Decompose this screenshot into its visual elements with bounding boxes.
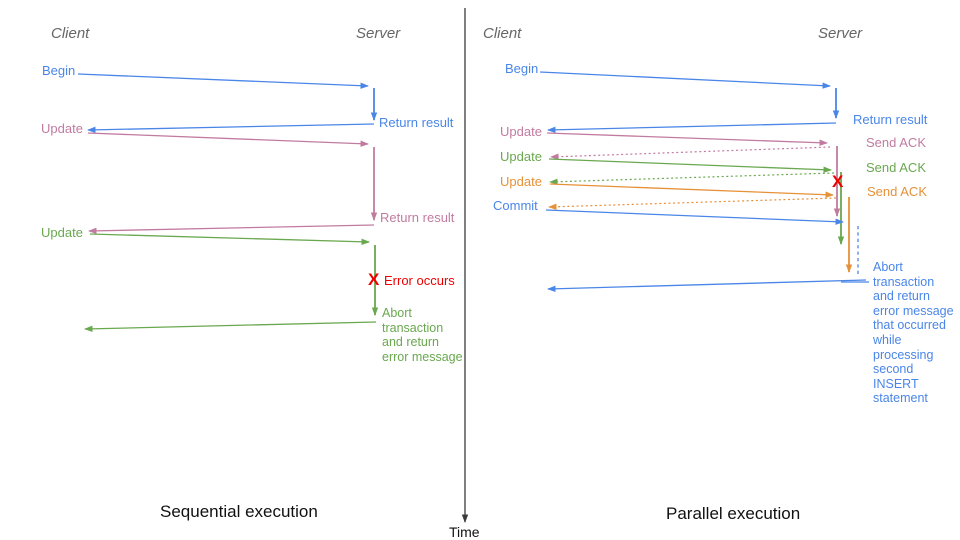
left-begin-label: Begin: [42, 63, 76, 78]
left-error-occurs-label: Error occurs: [384, 273, 455, 288]
right-return-result-arrow: [547, 122, 837, 134]
right-update-3-request-arrow: [549, 183, 834, 198]
time-axis-label: Time: [449, 524, 480, 540]
left-abort-return-arrow: [84, 321, 377, 333]
left-begin-request-arrow: [77, 73, 369, 89]
left-client-header: Client: [51, 25, 90, 42]
left-abort-message: Abort transaction and return error messa…: [382, 306, 463, 364]
left-return-result-1-arrow: [87, 123, 375, 134]
right-begin-request-arrow: [539, 71, 831, 89]
right-begin-label: Begin: [505, 61, 539, 76]
left-error-x-icon: X: [368, 270, 380, 289]
left-update-1-request-arrow: [87, 132, 369, 147]
left-update-1-label: Update: [41, 121, 83, 136]
left-return-result-2-arrow: [88, 224, 375, 235]
right-server-header: Server: [818, 25, 863, 42]
right-client-header: Client: [483, 25, 522, 42]
right-send-ack-3-dashed-arrow: [548, 197, 837, 210]
right-update-2-request-arrow: [548, 158, 832, 173]
right-commit-label: Commit: [493, 198, 538, 213]
right-panel-title: Parallel execution: [666, 504, 801, 523]
right-update-1-request-arrow: [546, 132, 828, 146]
right-error-x-icon: X: [832, 172, 844, 191]
right-update-2-label: Update: [500, 149, 542, 164]
right-send-ack-2-label: Send ACK: [866, 160, 926, 175]
right-abort-return-arrow: [547, 279, 867, 292]
right-abort-message: Abort transaction and return error messa…: [873, 260, 954, 406]
left-return-result-2-label: Return result: [380, 210, 455, 225]
right-send-ack-3-label: Send ACK: [867, 184, 927, 199]
right-send-ack-1-dashed-arrow: [550, 146, 831, 160]
left-return-result-1-label: Return result: [379, 115, 454, 130]
right-send-ack-1-label: Send ACK: [866, 135, 926, 150]
right-send-ack-2-dashed-arrow: [549, 172, 835, 185]
right-update-1-label: Update: [500, 124, 542, 139]
left-server-header: Server: [356, 25, 401, 42]
left-panel-title: Sequential execution: [160, 502, 318, 521]
right-return-result-label: Return result: [853, 112, 928, 127]
right-update-3-label: Update: [500, 174, 542, 189]
right-commit-request-arrow: [545, 209, 844, 225]
left-update-2-label: Update: [41, 225, 83, 240]
left-update-2-request-arrow: [89, 233, 370, 245]
